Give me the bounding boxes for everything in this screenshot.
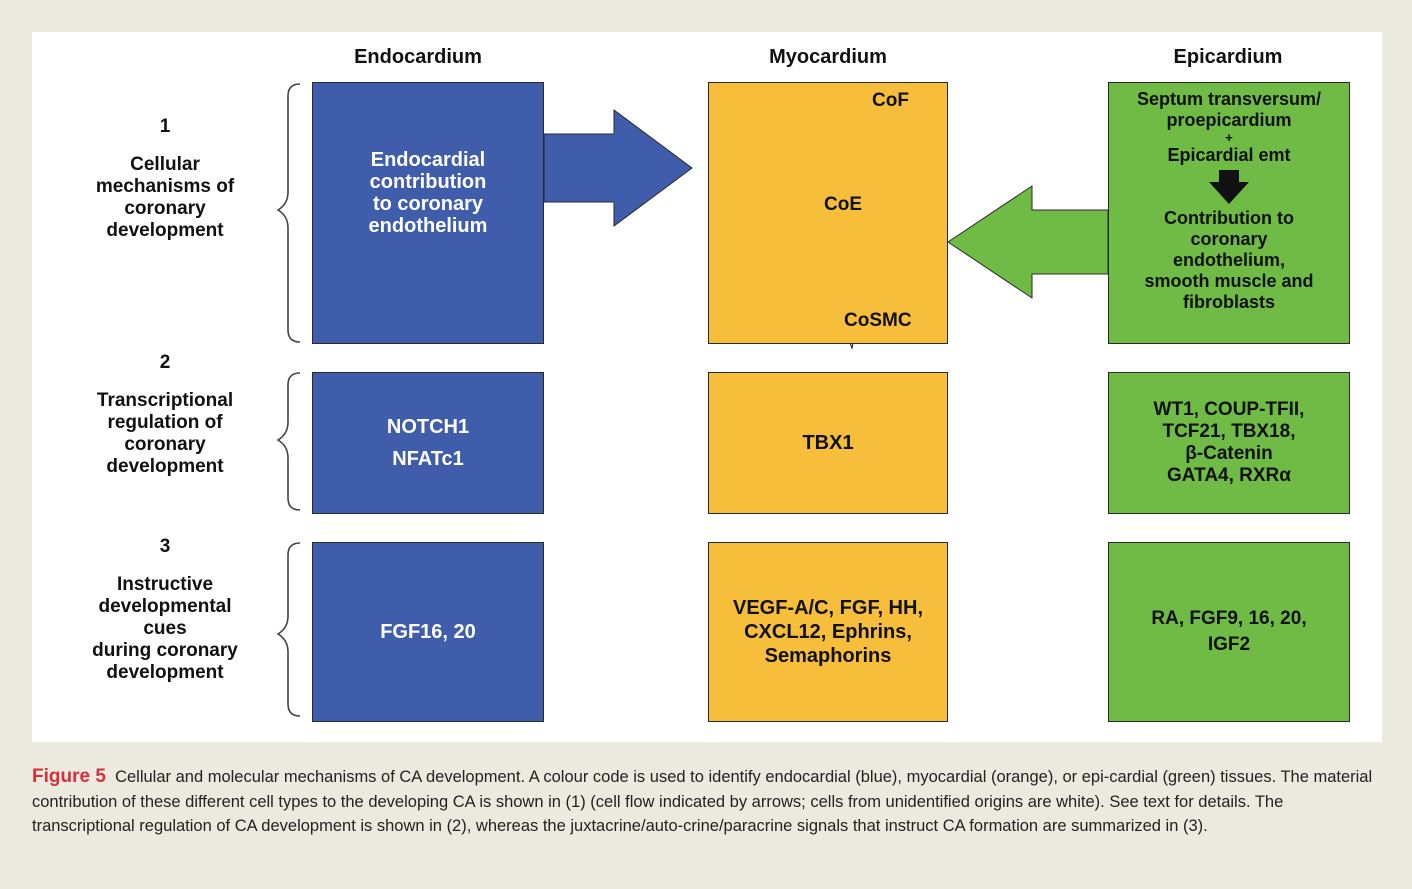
row-number-1: 1 (159, 116, 171, 137)
arrow-epi-to-myo (947, 185, 1109, 299)
down-arrow-icon (1209, 170, 1249, 204)
endocardium-mechanism-box: Endocardial contribution to coronary end… (312, 82, 544, 344)
brace-row-3 (276, 542, 301, 717)
label-cosmc: CoSMC (844, 310, 912, 331)
brace-row-1 (276, 83, 301, 343)
myocardium-mechanism-box (708, 82, 948, 344)
label-cof: CoF (872, 90, 909, 111)
epicardium-mechanism-box: Septum transversum/ proepicardium + Epic… (1108, 82, 1350, 344)
column-header-myocardium: Myocardium (769, 46, 887, 68)
label-coe: CoE (824, 194, 862, 215)
column-header-epicardium: Epicardium (1173, 46, 1283, 68)
row-label-2: 2 Transcriptional regulation of coronary… (60, 352, 270, 478)
figure-panel: Endocardium Myocardium Epicardium 1 Cell… (32, 32, 1382, 742)
figure-label: Figure 5 (32, 766, 106, 787)
row-number-2: 2 (159, 352, 171, 373)
arrow-endo-to-myo (543, 109, 693, 227)
row-number-3: 3 (159, 536, 171, 557)
epicardium-transcription-box: WT1, COUP-TFII, TCF21, TBX18, β-Catenin … (1108, 372, 1350, 514)
myocardium-transcription-box: TBX1 (708, 372, 948, 514)
endocardium-transcription-box: NOTCH1 NFATc1 (312, 372, 544, 514)
endocardium-cues-box: FGF16, 20 (312, 542, 544, 722)
caption-text: Cellular and molecular mechanisms of CA … (32, 768, 1373, 835)
figure-caption: Figure 5 Cellular and molecular mechanis… (32, 765, 1382, 839)
brace-row-2 (276, 372, 301, 511)
column-header-endocardium: Endocardium (354, 46, 482, 68)
epicardium-cues-box: RA, FGF9, 16, 20, IGF2 (1108, 542, 1350, 722)
row-label-1: 1 Cellular mechanisms of coronary develo… (60, 116, 270, 242)
row-label-3: 3 Instructive developmental cues during … (60, 536, 270, 684)
myocardium-cues-box: VEGF-A/C, FGF, HH, CXCL12, Ephrins, Sema… (708, 542, 948, 722)
